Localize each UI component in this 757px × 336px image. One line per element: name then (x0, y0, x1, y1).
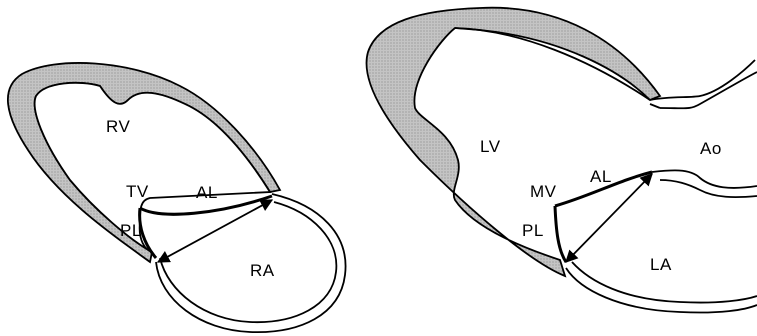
right-heart-diagram: RV TV AL PL RA (8, 63, 346, 332)
rv-cavity-outline (35, 83, 270, 252)
lv-wall (367, 8, 660, 276)
la-outer (566, 268, 757, 313)
aortic-posterior-wall (652, 170, 757, 188)
label-ra: RA (250, 261, 275, 280)
label-mv: MV (530, 182, 557, 201)
label-rv: RV (106, 117, 130, 136)
aortic-wall-lower (660, 72, 757, 108)
label-la: LA (650, 255, 672, 274)
label-pl-left: PL (120, 221, 142, 240)
label-pl-right: PL (522, 221, 544, 240)
left-heart-diagram: LV MV AL Ao PL LA (367, 8, 757, 313)
label-tv: TV (126, 182, 149, 201)
mv-posterior-leaflet (555, 206, 566, 262)
label-al-left: AL (196, 183, 218, 202)
label-al-right: AL (590, 167, 612, 186)
ra-inner (160, 202, 336, 322)
label-lv: LV (480, 137, 501, 156)
label-ao: Ao (700, 139, 722, 158)
aortic-valve-cusp (650, 104, 660, 108)
aortic-wall-upper (650, 60, 755, 100)
